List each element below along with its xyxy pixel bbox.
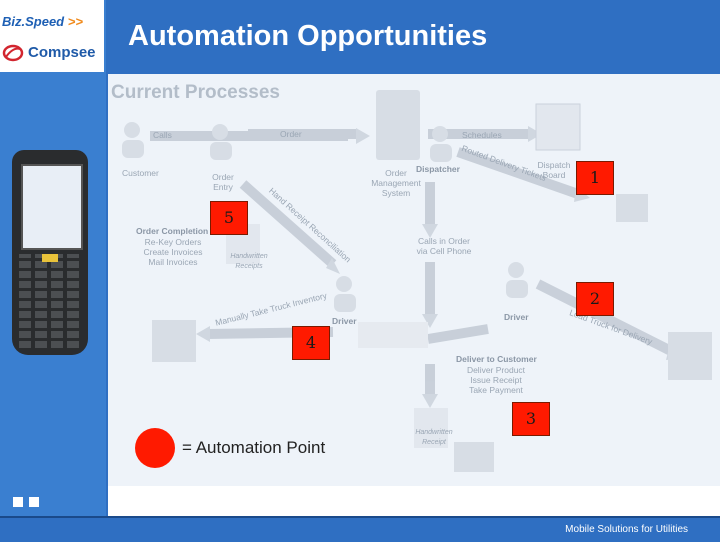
slide-title: Automation Opportunities [128,20,488,52]
bizspeed-logo: Biz.Speed >> [2,14,83,29]
label-calls: Calls [153,130,172,140]
step-create-invoices: Create Invoices [143,247,203,257]
footer-bar: Mobile Solutions for Utilities [0,516,720,542]
label-order: Order [280,129,302,139]
automation-marker-3: 3 [512,402,550,436]
label-order-completion: Order Completion [136,226,209,236]
list-deliver-steps: Deliver Product Issue Receipt Take Payme… [466,365,526,395]
label-customer: Customer [122,168,159,178]
automation-marker-2: 2 [576,282,614,316]
brand-logo: Biz.Speed >> Compsee [0,0,104,72]
footer-text: Mobile Solutions for Utilities [565,524,688,535]
label-schedules: Schedules [462,130,502,140]
arrow-head-order [356,128,370,144]
handheld-device-image [12,150,88,355]
compsee-wordmark: Compsee [28,44,96,61]
label-calls-in-order: Calls in Order via Cell Phone [416,236,472,256]
process-flow-diagram [122,90,712,472]
automation-marker-1: 1 [576,161,614,195]
step-re-key: Re-Key Orders [144,237,202,247]
list-order-completion: Re-Key Orders Create Invoices Mail Invoi… [142,237,204,267]
label-dispatch-board: Dispatch Board [537,160,571,180]
automation-marker-4: 4 [292,326,330,360]
automation-marker-5: 5 [210,201,248,235]
bottom-strip [108,486,720,516]
step-mail-invoices: Mail Invoices [148,257,198,267]
label-driver-2: Driver [504,312,529,322]
decor-square-1 [13,497,23,507]
figures [122,90,712,472]
device-yellow-key [42,254,58,262]
device-keypad [19,254,81,348]
label-order-entry: Order Entry [212,172,234,192]
title-bar: Automation Opportunities [106,0,720,72]
label-handwritten-receipt: Handwritten Receipt [415,429,453,446]
legend-label: = Automation Point [182,438,326,457]
compsee-logo-icon [2,44,24,62]
label-handwritten-receipts: Handwritten Receipts [230,253,268,270]
device-screen [21,164,83,250]
diagram-heading: Current Processes [111,82,280,103]
legend-automation-point-swatch [135,428,175,468]
label-order-management-system: Order Management System [371,168,421,198]
label-dispatcher: Dispatcher [416,164,460,174]
label-deliver-to-customer: Deliver to Customer [456,354,537,364]
decor-square-2 [29,497,39,507]
label-driver: Driver [332,316,357,326]
